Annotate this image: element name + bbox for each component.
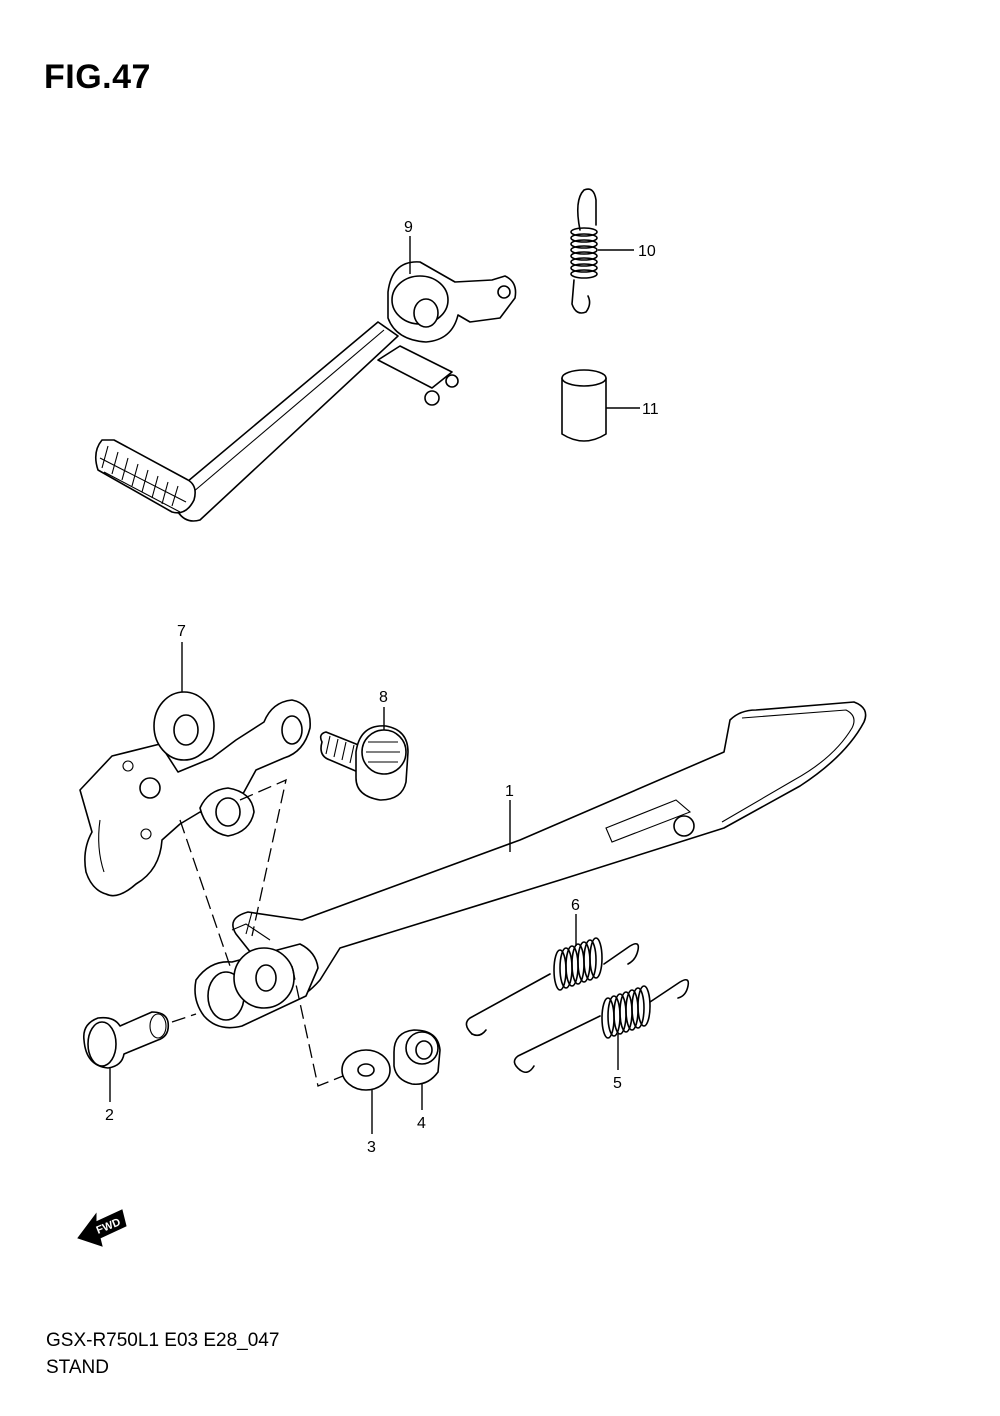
model-code: GSX-R750L1 E03 E28_047 (46, 1330, 280, 1351)
section-name: STAND (46, 1357, 109, 1378)
forward-arrow-icon: FWD (77, 1209, 127, 1247)
pivot-bolt-part-2 (82, 1011, 170, 1069)
spring-part-10 (570, 188, 598, 314)
callout-8: 8 (379, 689, 388, 706)
callout-1: 1 (505, 783, 514, 800)
callout-3: 3 (367, 1139, 376, 1156)
callout-2: 2 (105, 1107, 114, 1124)
callout-7: 7 (177, 623, 186, 640)
spring-part-5 (513, 978, 690, 1074)
callout-leader-lines (109, 236, 640, 1134)
spring-part-6 (465, 937, 640, 1037)
nut-part-4 (393, 1029, 441, 1086)
assembly-guide-lines (171, 778, 349, 1087)
callout-9: 9 (404, 219, 413, 236)
figure-title: FIG.47 (44, 58, 151, 96)
callout-5: 5 (613, 1075, 622, 1092)
pedal-lever-part (94, 261, 517, 522)
side-stand-part-1 (194, 701, 867, 1029)
callout-6: 6 (571, 897, 580, 914)
bolt-part-8 (319, 725, 409, 801)
callout-numbers: 9 10 11 7 8 1 6 5 2 3 4 (105, 219, 659, 1156)
callout-11: 11 (642, 401, 659, 418)
washer-part-3 (341, 1049, 391, 1091)
bracket-part-7 (79, 691, 311, 897)
callout-10: 10 (638, 243, 656, 260)
callout-4: 4 (417, 1115, 426, 1132)
collar-part-11 (561, 369, 607, 442)
